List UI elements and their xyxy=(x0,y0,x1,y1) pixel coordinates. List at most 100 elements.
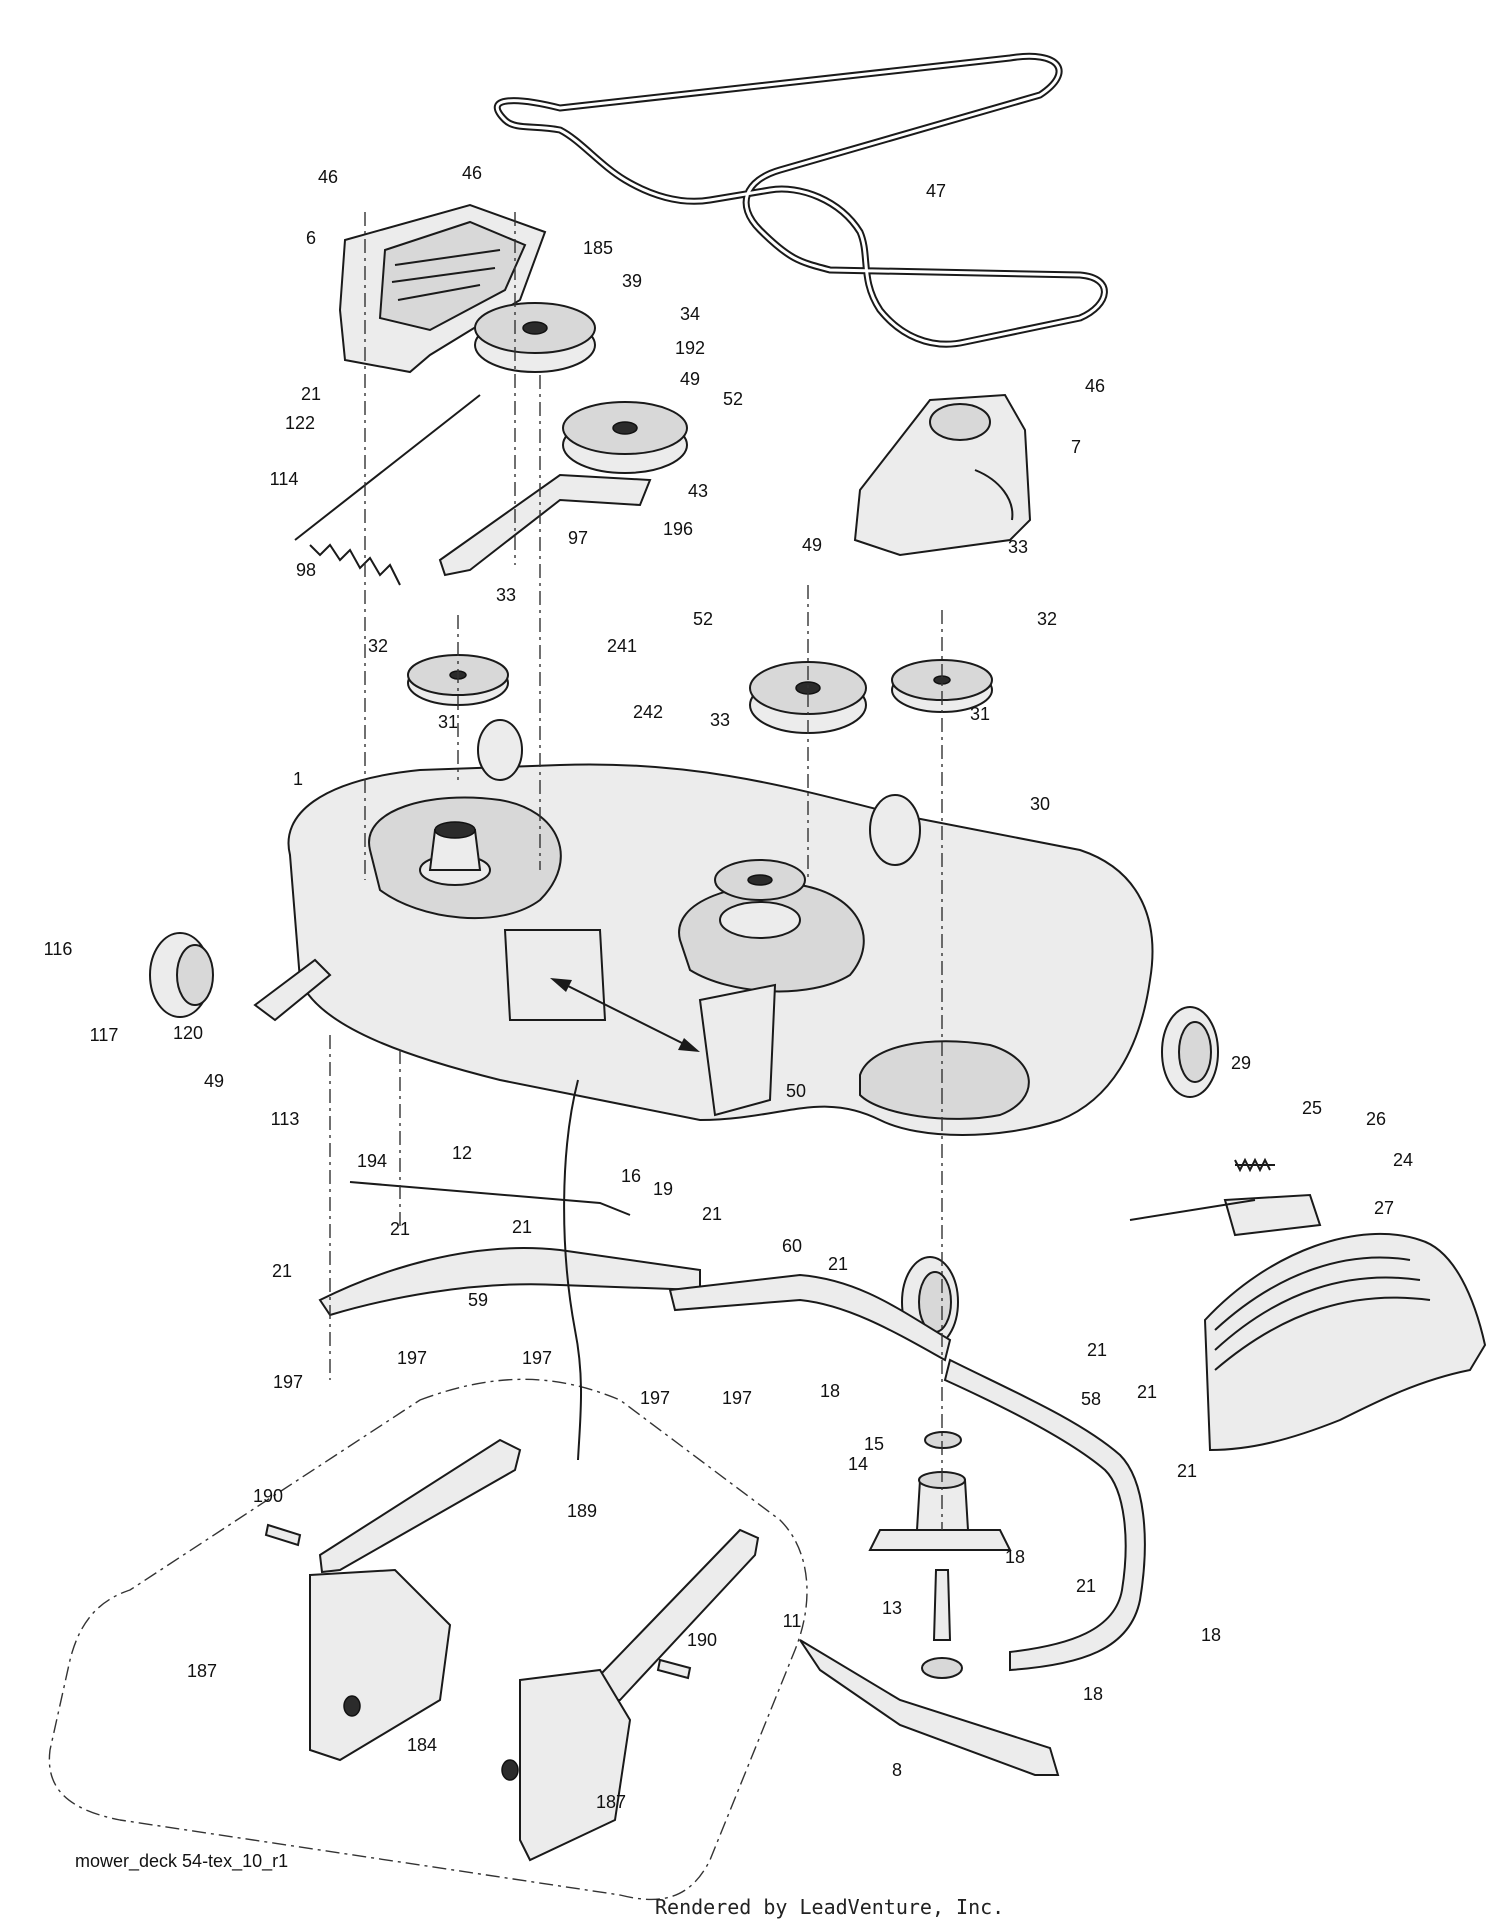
callout-label: 185 xyxy=(583,238,613,258)
callout-label: 7 xyxy=(1071,437,1081,457)
callout-label: 60 xyxy=(782,1236,802,1256)
lift-arm-59 xyxy=(318,1247,701,1317)
gauge-bracket-left xyxy=(309,1568,452,1762)
callout-label: 241 xyxy=(607,636,637,656)
chute-bracket xyxy=(1223,1193,1322,1237)
callout-label: 31 xyxy=(438,712,458,732)
left-wheel-bracket xyxy=(253,958,332,1022)
callout-label: 197 xyxy=(273,1372,303,1392)
callout-label: 21 xyxy=(390,1219,410,1239)
right-belt-cover xyxy=(853,393,1032,557)
callout-label: 43 xyxy=(688,481,708,501)
callout-label: 16 xyxy=(621,1166,641,1186)
callout-label: 39 xyxy=(622,271,642,291)
idler-arm xyxy=(438,473,652,577)
callout-label: 47 xyxy=(926,181,946,201)
callout-label: 49 xyxy=(204,1071,224,1091)
center-lift-bracket xyxy=(503,929,777,1117)
deck-spindle-center xyxy=(714,859,806,939)
callout-label: 33 xyxy=(496,585,516,605)
callout-label: 120 xyxy=(173,1023,203,1043)
callout-label: 32 xyxy=(1037,609,1057,629)
callout-label: 25 xyxy=(1302,1098,1322,1118)
callout-label: 18 xyxy=(820,1381,840,1401)
callout-label: 13 xyxy=(882,1598,902,1618)
callout-label: 242 xyxy=(633,702,663,722)
front-stabilizer-bar xyxy=(943,1358,1146,1672)
callout-label: 11 xyxy=(783,1611,802,1631)
callout-label: 190 xyxy=(687,1630,717,1650)
callout-label: 19 xyxy=(653,1179,673,1199)
assembly-centerlines xyxy=(329,212,943,1530)
callout-label: 197 xyxy=(522,1348,552,1368)
idler-spring xyxy=(309,543,401,586)
callout-label: 192 xyxy=(675,338,705,358)
callout-label: 27 xyxy=(1374,1198,1394,1218)
callout-label: 29 xyxy=(1231,1053,1251,1073)
left-belt-cover xyxy=(338,203,547,374)
callout-label: 52 xyxy=(693,609,713,629)
callout-label: 197 xyxy=(397,1348,427,1368)
callout-label: 46 xyxy=(1085,376,1105,396)
callout-label: 1 xyxy=(293,769,303,789)
idler-pulley-52-upper xyxy=(562,401,688,474)
spindle-pulley-32-right xyxy=(891,659,993,713)
callout-label: 15 xyxy=(864,1434,884,1454)
callout-label: 98 xyxy=(296,560,316,580)
callout-label: 59 xyxy=(468,1290,488,1310)
callout-label: 113 xyxy=(271,1109,300,1129)
callout-label: 49 xyxy=(680,369,700,389)
lift-cable xyxy=(563,1079,582,1461)
callout-label: 114 xyxy=(270,469,299,489)
callout-label: 6 xyxy=(306,228,316,248)
bolt-190-right xyxy=(656,1658,692,1680)
callout-label: 46 xyxy=(318,167,338,187)
gauge-wheel-rear-right xyxy=(869,794,921,866)
callout-label: 30 xyxy=(1030,794,1050,814)
deck-motion-arrow xyxy=(550,978,700,1052)
callout-label: 21 xyxy=(702,1204,722,1224)
part-callouts: 46 46 47 185 6 39 34 192 21 49 52 46 122 114 7 43 196 97 9… xyxy=(44,163,1413,1812)
callout-label: 122 xyxy=(285,413,315,433)
gauge-bracket-right xyxy=(519,1668,632,1862)
callout-label: 187 xyxy=(596,1792,626,1812)
drive-belt xyxy=(493,52,1108,348)
callout-label: 33 xyxy=(1008,537,1028,557)
lift-arm-189-left xyxy=(318,1438,522,1574)
callout-label: 58 xyxy=(1081,1389,1101,1409)
callout-label: 12 xyxy=(452,1143,472,1163)
callout-label: 21 xyxy=(1087,1340,1107,1360)
callout-label: 21 xyxy=(1137,1382,1157,1402)
spindle-shaft-13 xyxy=(921,1569,963,1679)
callout-label: 21 xyxy=(828,1254,848,1274)
callout-label: 196 xyxy=(663,519,693,539)
discharge-chute xyxy=(1203,1232,1487,1452)
callout-label: 97 xyxy=(568,528,588,548)
bolt-190-left xyxy=(264,1523,302,1547)
callout-label: 189 xyxy=(567,1501,597,1521)
callout-label: 197 xyxy=(722,1388,752,1408)
chute-rod-29 xyxy=(1129,1199,1256,1221)
callout-label: 194 xyxy=(357,1151,387,1171)
callout-label: 184 xyxy=(407,1735,437,1755)
rendered-by-footer: Rendered by LeadVenture, Inc. xyxy=(655,1895,1004,1919)
callout-label: 34 xyxy=(680,304,700,324)
callout-label: 18 xyxy=(1083,1684,1103,1704)
callout-label: 46 xyxy=(462,163,482,183)
callout-label: 197 xyxy=(640,1388,670,1408)
callout-label: 116 xyxy=(44,939,73,959)
callout-label: 190 xyxy=(253,1486,283,1506)
spindle-bearing-15 xyxy=(924,1431,962,1449)
spindle-housing-14 xyxy=(868,1471,1012,1551)
callout-label: 21 xyxy=(512,1217,532,1237)
spring-rod xyxy=(294,394,481,541)
callout-label: 21 xyxy=(272,1261,292,1281)
callout-label: 117 xyxy=(90,1025,119,1045)
callout-label: 8 xyxy=(892,1760,902,1780)
idler-pulley-39 xyxy=(474,302,596,373)
callout-label: 187 xyxy=(187,1661,217,1681)
lift-link-rod xyxy=(349,1181,631,1216)
callout-label: 21 xyxy=(1177,1461,1197,1481)
deck-spindle-left xyxy=(419,821,491,886)
